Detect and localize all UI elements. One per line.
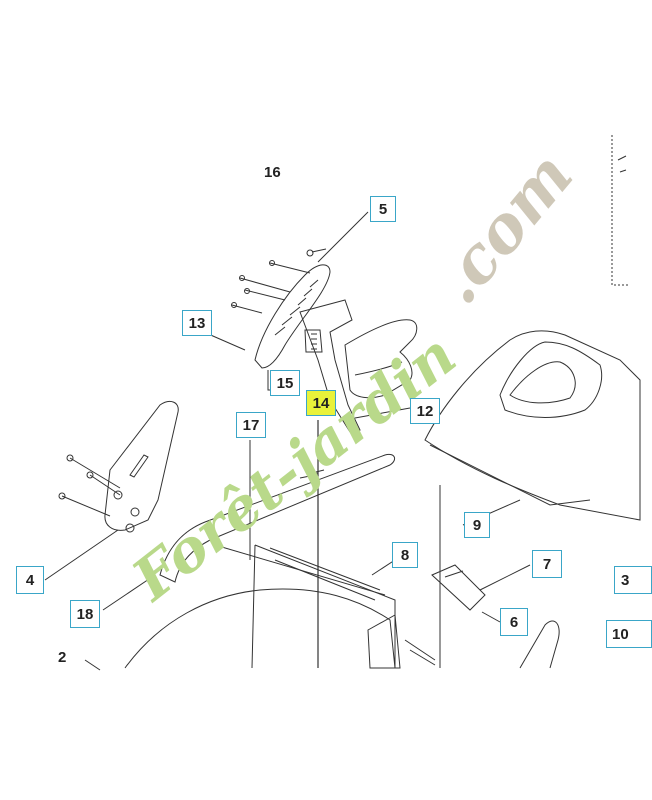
side-bracket [104,401,179,531]
part-label-10: 10 [606,620,652,648]
part-label-18: 18 [70,600,100,628]
part-label-8: 8 [392,542,418,568]
part-label-16: 16 [264,164,281,181]
part-label-7: 7 [532,550,562,578]
engine-cover [424,330,641,521]
handle-bracket-right [344,319,418,399]
lower-handle [159,453,396,583]
part-label-12: 12 [410,398,440,424]
part-label-6: 6 [500,608,528,636]
right-bracket [519,620,560,669]
part-label-14: 14 [306,390,336,416]
part-label-15: 15 [270,370,300,396]
part-label-2: 2 [58,649,67,666]
deck [124,588,396,669]
inset-frame [611,135,628,286]
part-label-3: 3 [614,566,652,594]
part-label-13: 13 [182,310,212,336]
latch [431,564,486,611]
part-label-17: 17 [236,412,266,438]
part-label-4: 4 [16,566,44,594]
handle-bracket-left [254,264,331,369]
part-label-9: 9 [464,512,490,538]
part-label-5: 5 [370,196,396,222]
lever-body [299,299,361,433]
